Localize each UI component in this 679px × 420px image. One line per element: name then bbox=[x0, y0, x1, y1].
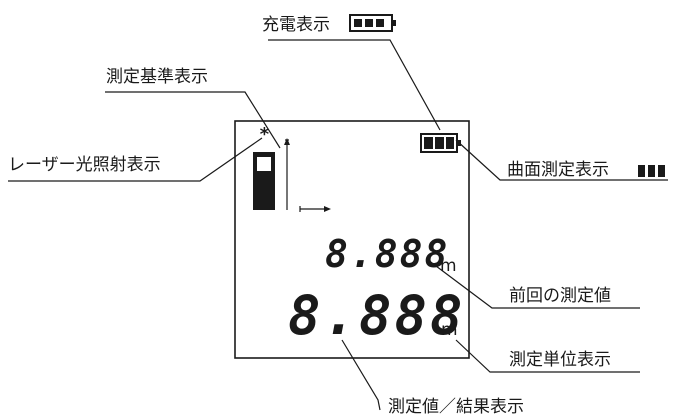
label-unit: 測定単位表示 bbox=[509, 350, 611, 370]
leader-previous bbox=[427, 259, 640, 309]
leader-curved bbox=[455, 139, 668, 181]
leader-charge bbox=[268, 39, 441, 131]
measure-arrow-icon bbox=[284, 138, 331, 212]
label-charge: 充電表示 bbox=[262, 15, 330, 35]
device-icon bbox=[253, 152, 275, 210]
label-curved: 曲面測定表示 bbox=[507, 160, 609, 180]
lcd-frame bbox=[234, 120, 470, 359]
leader-result bbox=[341, 339, 381, 411]
previous-value: 8.888 bbox=[325, 232, 450, 276]
laser-icon: * bbox=[259, 124, 270, 145]
curved-measure-icon bbox=[638, 165, 665, 177]
label-previous: 前回の測定値 bbox=[509, 286, 611, 306]
leader-reference bbox=[105, 91, 281, 149]
main-unit: m bbox=[441, 320, 458, 340]
previous-unit: m bbox=[440, 256, 457, 276]
lcd-battery-icon bbox=[420, 133, 461, 153]
leader-laser bbox=[8, 137, 263, 182]
leader-lines bbox=[8, 39, 668, 411]
label-result: 測定値／結果表示 bbox=[388, 397, 524, 417]
main-value: 8.888 bbox=[288, 284, 466, 347]
label-reference: 測定基準表示 bbox=[106, 67, 208, 87]
battery-icon bbox=[349, 14, 396, 32]
label-laser: レーザー光照射表示 bbox=[8, 155, 161, 175]
leader-unit bbox=[455, 339, 640, 373]
